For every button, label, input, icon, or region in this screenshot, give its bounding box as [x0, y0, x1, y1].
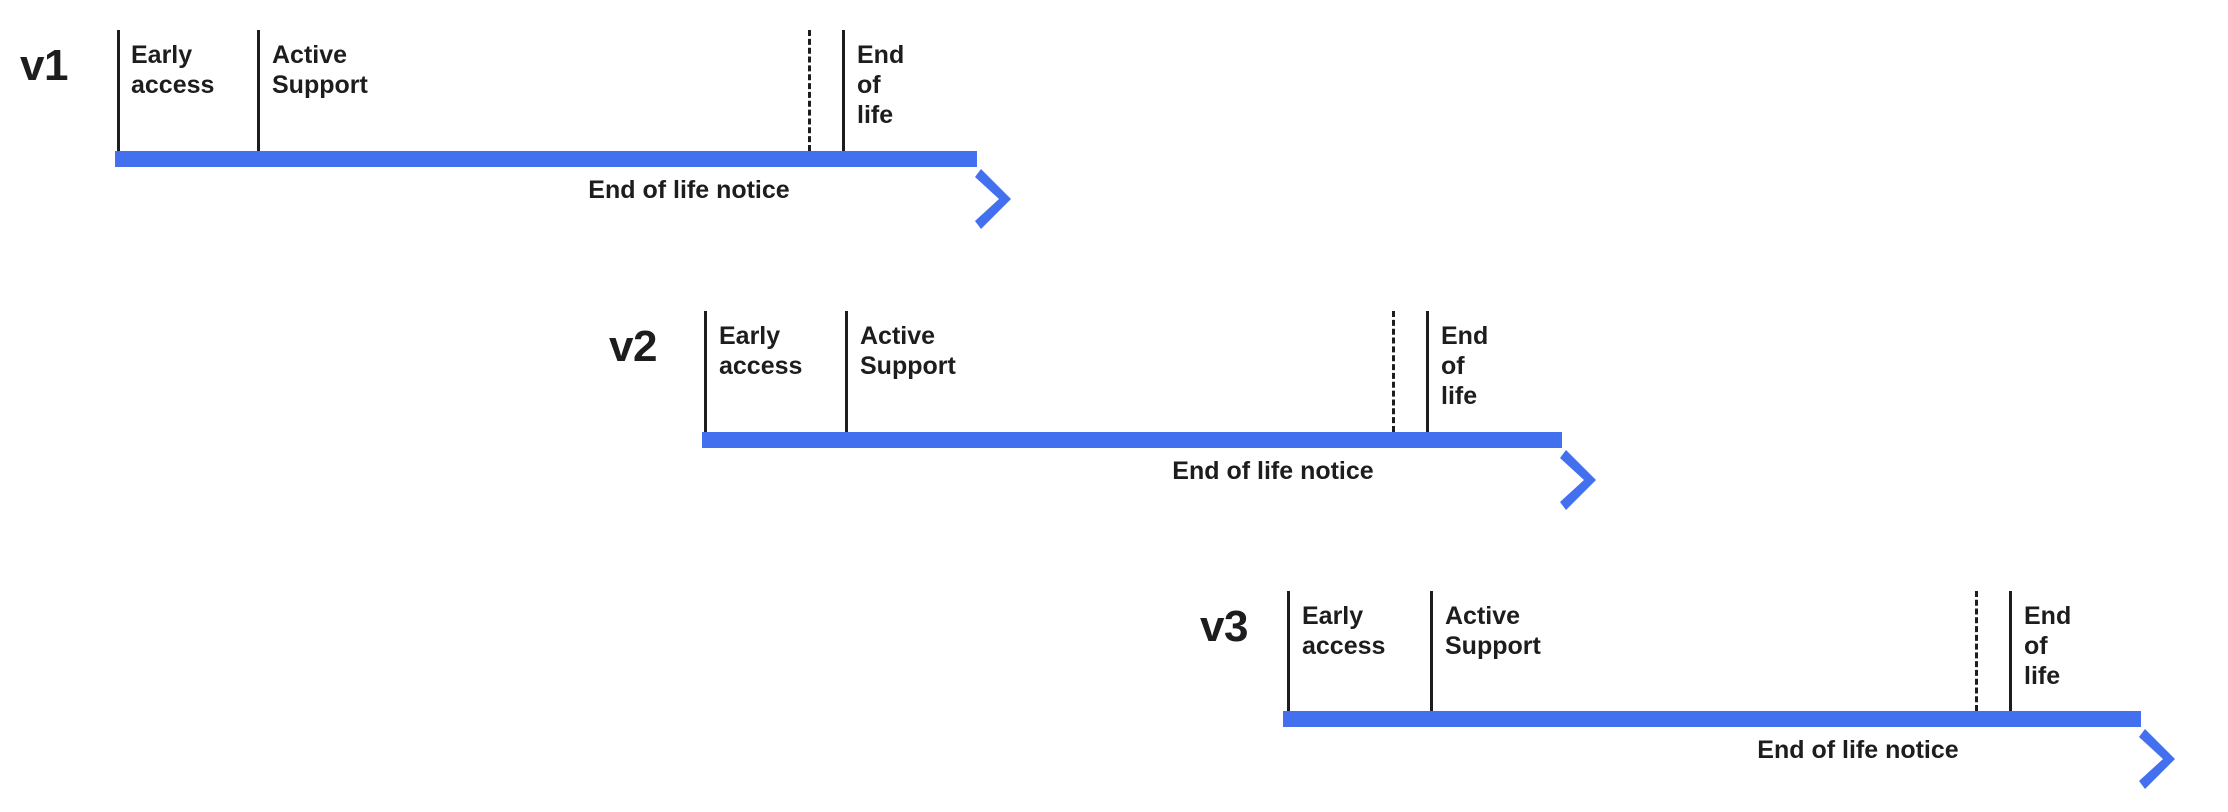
eol-notice-label-v1: End of life notice: [588, 176, 790, 204]
phase-divider-v3-1: [1430, 591, 1433, 711]
timeline-arrow-bar-v2: [702, 432, 1562, 448]
timeline-arrow-bar-v3: [1283, 711, 2141, 727]
phase-label-v3-2: End of life: [2024, 602, 2072, 690]
phase-divider-v1-1: [257, 30, 260, 151]
phase-divider-v2-1: [845, 311, 848, 432]
eol-notice-marker-v2: [1392, 311, 1395, 432]
timeline-arrow-bar-v1: [115, 151, 977, 167]
phase-label-v1-1: Active Support: [272, 41, 368, 99]
version-label-v1: v1: [20, 41, 68, 90]
phase-divider-v2-0: [704, 311, 707, 432]
phase-label-v1-0: Early access: [131, 41, 215, 99]
phase-label-v3-0: Early access: [1302, 602, 1386, 660]
phase-divider-v3-2: [2009, 591, 2012, 711]
eol-notice-marker-v3: [1975, 591, 1978, 711]
phase-label-v2-0: Early access: [719, 322, 803, 380]
phase-label-v1-2: End of life: [857, 41, 905, 129]
phase-label-v2-2: End of life: [1441, 322, 1489, 410]
phase-divider-v2-2: [1426, 311, 1429, 432]
phase-divider-v1-2: [842, 30, 845, 151]
version-label-v3: v3: [1200, 602, 1248, 651]
phase-divider-v3-0: [1287, 591, 1290, 711]
version-label-v2: v2: [609, 322, 657, 371]
eol-notice-label-v3: End of life notice: [1757, 736, 1959, 764]
phase-label-v3-1: Active Support: [1445, 602, 1541, 660]
eol-notice-label-v2: End of life notice: [1172, 457, 1374, 485]
phase-divider-v1-0: [117, 30, 120, 151]
eol-notice-marker-v1: [808, 30, 811, 151]
phase-label-v2-1: Active Support: [860, 322, 956, 380]
